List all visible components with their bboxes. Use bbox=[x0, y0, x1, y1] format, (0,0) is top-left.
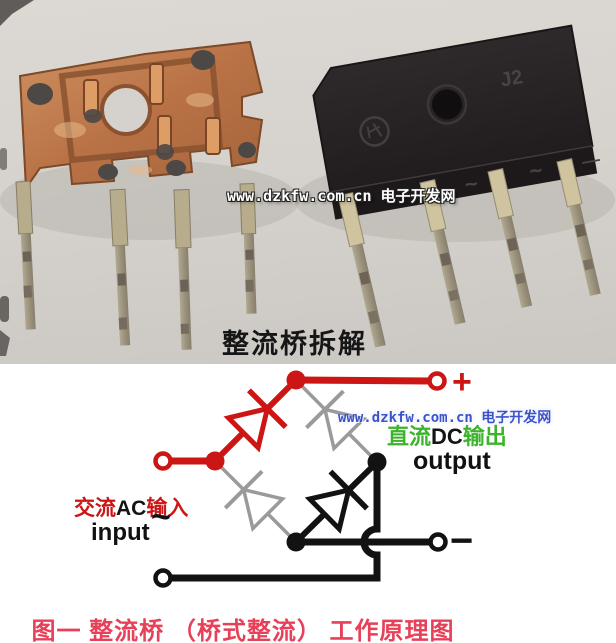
ac-input-label: 交流AC输入 bbox=[74, 492, 188, 522]
photo-caption: 整流桥拆解 bbox=[222, 329, 367, 359]
photo-watermark: www.dzkfw.com.cn 电子开发网 bbox=[227, 187, 456, 205]
photo-edge-smudges bbox=[0, 0, 34, 356]
copper-leadframe bbox=[18, 40, 264, 191]
package-pins bbox=[337, 158, 601, 348]
leadframe-hole bbox=[100, 84, 152, 136]
ac-label-cn-left: 交流 bbox=[74, 497, 116, 520]
node-ac1 bbox=[205, 451, 225, 471]
dc-label-cn-right: 输出 bbox=[462, 424, 507, 449]
schematic-svg: + − bbox=[153, 364, 473, 588]
ac-label-cn-right: 输入 bbox=[146, 497, 189, 520]
schematic-watermark: www.dzkfw.com.cn 电子开发网 bbox=[338, 410, 552, 426]
package-marking-text: J2 bbox=[499, 66, 525, 92]
input-label: input bbox=[91, 519, 150, 546]
diode-red-conducting-top-left bbox=[212, 377, 299, 464]
pin-marking-ac1: ~ bbox=[463, 170, 480, 197]
dc-output-label: 直流DC输出 bbox=[387, 419, 507, 451]
bridge-rectifier-schematic: + − bbox=[0, 364, 616, 643]
terminal-ac-input-2 bbox=[153, 568, 173, 588]
mounting-hole-ring bbox=[426, 84, 468, 125]
output-label: output bbox=[413, 447, 491, 475]
dc-label-en: DC bbox=[431, 424, 463, 449]
diode-black-conducting-bottom-right bbox=[293, 459, 380, 545]
diode-gray-top-right bbox=[294, 379, 379, 464]
mounting-hole bbox=[431, 89, 462, 120]
figure-caption: 图一 整流桥 （桥式整流） 工作原理图 bbox=[31, 618, 455, 643]
rectifier-package: J2 ~ ~ — bbox=[312, 24, 601, 220]
dc-label-cn-left: 直流 bbox=[387, 424, 432, 449]
pin-marking-ac2: ~ bbox=[527, 157, 544, 184]
leadframe-pins bbox=[15, 180, 257, 350]
photo-art: J2 ~ ~ — bbox=[0, 0, 615, 356]
node-dc-plus bbox=[286, 370, 306, 390]
ac2-return-wire-with-hop bbox=[166, 458, 381, 582]
node-ac2 bbox=[367, 452, 387, 472]
terminal-ac-input-1 bbox=[153, 451, 173, 471]
terminal-dc-minus bbox=[428, 532, 448, 552]
minus-sign: − bbox=[450, 519, 473, 563]
ac-label-en: AC bbox=[116, 497, 147, 520]
solder-joints bbox=[27, 50, 256, 180]
photo-bridge-rectifier: J2 ~ ~ — bbox=[0, 0, 616, 364]
plus-wire bbox=[292, 376, 434, 385]
terminal-dc-plus bbox=[427, 371, 447, 391]
maker-logo bbox=[359, 116, 390, 147]
pin-marking-minus: — bbox=[580, 149, 601, 172]
plus-sign: + bbox=[452, 364, 472, 401]
diode-gray-bottom-left bbox=[213, 459, 298, 544]
node-dc-minus bbox=[286, 532, 306, 552]
ac-tilde-symbol: ~ bbox=[151, 498, 171, 536]
